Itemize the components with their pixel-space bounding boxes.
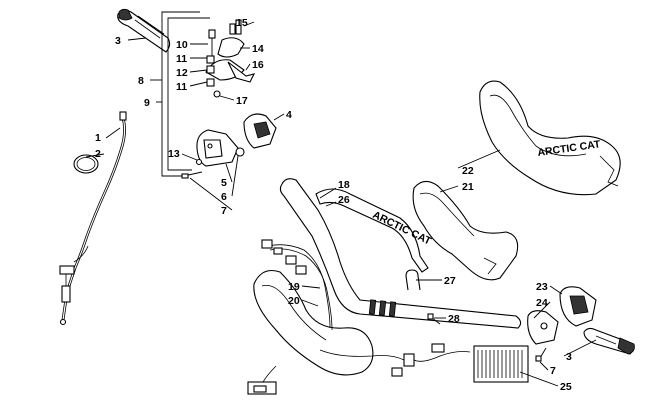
callout-13: 13 (168, 148, 180, 160)
callout-7-right-screw: 7 (550, 365, 556, 377)
handlebar-screw (427, 313, 441, 325)
callout-2-cable-clip: 2 (95, 148, 101, 160)
left-hand-grip (117, 8, 171, 53)
callout-11-upper: 11 (176, 53, 187, 65)
right-switch-housing (527, 286, 597, 345)
handlebar-pad-top: ARCTIC CAT (479, 80, 621, 196)
callout-14: 14 (252, 43, 264, 55)
callout-27: 27 (444, 275, 456, 287)
handlebar-pad-bottom (412, 180, 519, 281)
callout-6: 6 (221, 191, 227, 203)
throttle-lever-assembly (205, 19, 256, 98)
callout-23: 23 (536, 281, 548, 293)
cable-clip (73, 154, 99, 174)
callout-8: 8 (138, 75, 144, 87)
callout-21: 21 (462, 181, 474, 193)
callout-10: 10 (176, 39, 188, 51)
right-hand-grip (583, 327, 635, 355)
callout-28: 28 (448, 313, 460, 325)
callout-19: 19 (288, 281, 300, 293)
callout-3-left-grip: 3 (115, 35, 121, 47)
callout-3-right-grip: 3 (566, 351, 572, 363)
callout-26: 26 (338, 194, 350, 206)
grip-heater-element (473, 345, 529, 383)
callout-18: 18 (338, 179, 350, 191)
wiring-harness (247, 239, 471, 395)
group-bracket-8-9 (161, 11, 210, 177)
u-bolt (405, 269, 421, 291)
callout-17: 17 (236, 95, 248, 107)
callout-11-lower: 11 (176, 81, 187, 93)
handlebar-grip-tape (368, 299, 397, 317)
handlebar (279, 178, 522, 329)
callout-12: 12 (176, 67, 188, 79)
right-switch-screw (535, 347, 547, 362)
callout-22: 22 (462, 165, 474, 177)
handlebar-pad-lower (253, 269, 374, 376)
callout-16: 16 (252, 59, 264, 71)
callout-7-left-screw: 7 (221, 205, 227, 217)
callout-labels: 3 1 2 8 9 10 11 12 11 15 14 16 17 4 13 5… (95, 17, 572, 393)
callout-24: 24 (536, 297, 548, 309)
callout-4: 4 (286, 109, 292, 121)
callout-1-throttle-cable: 1 (95, 132, 101, 144)
callout-25: 25 (560, 381, 572, 393)
left-switch-housing (181, 113, 277, 179)
callout-5: 5 (221, 177, 227, 189)
leader-lines (85, 21, 597, 387)
callout-20: 20 (288, 295, 300, 307)
callout-9: 9 (144, 97, 150, 109)
callout-15: 15 (236, 17, 248, 29)
throttle-cable (59, 111, 127, 326)
